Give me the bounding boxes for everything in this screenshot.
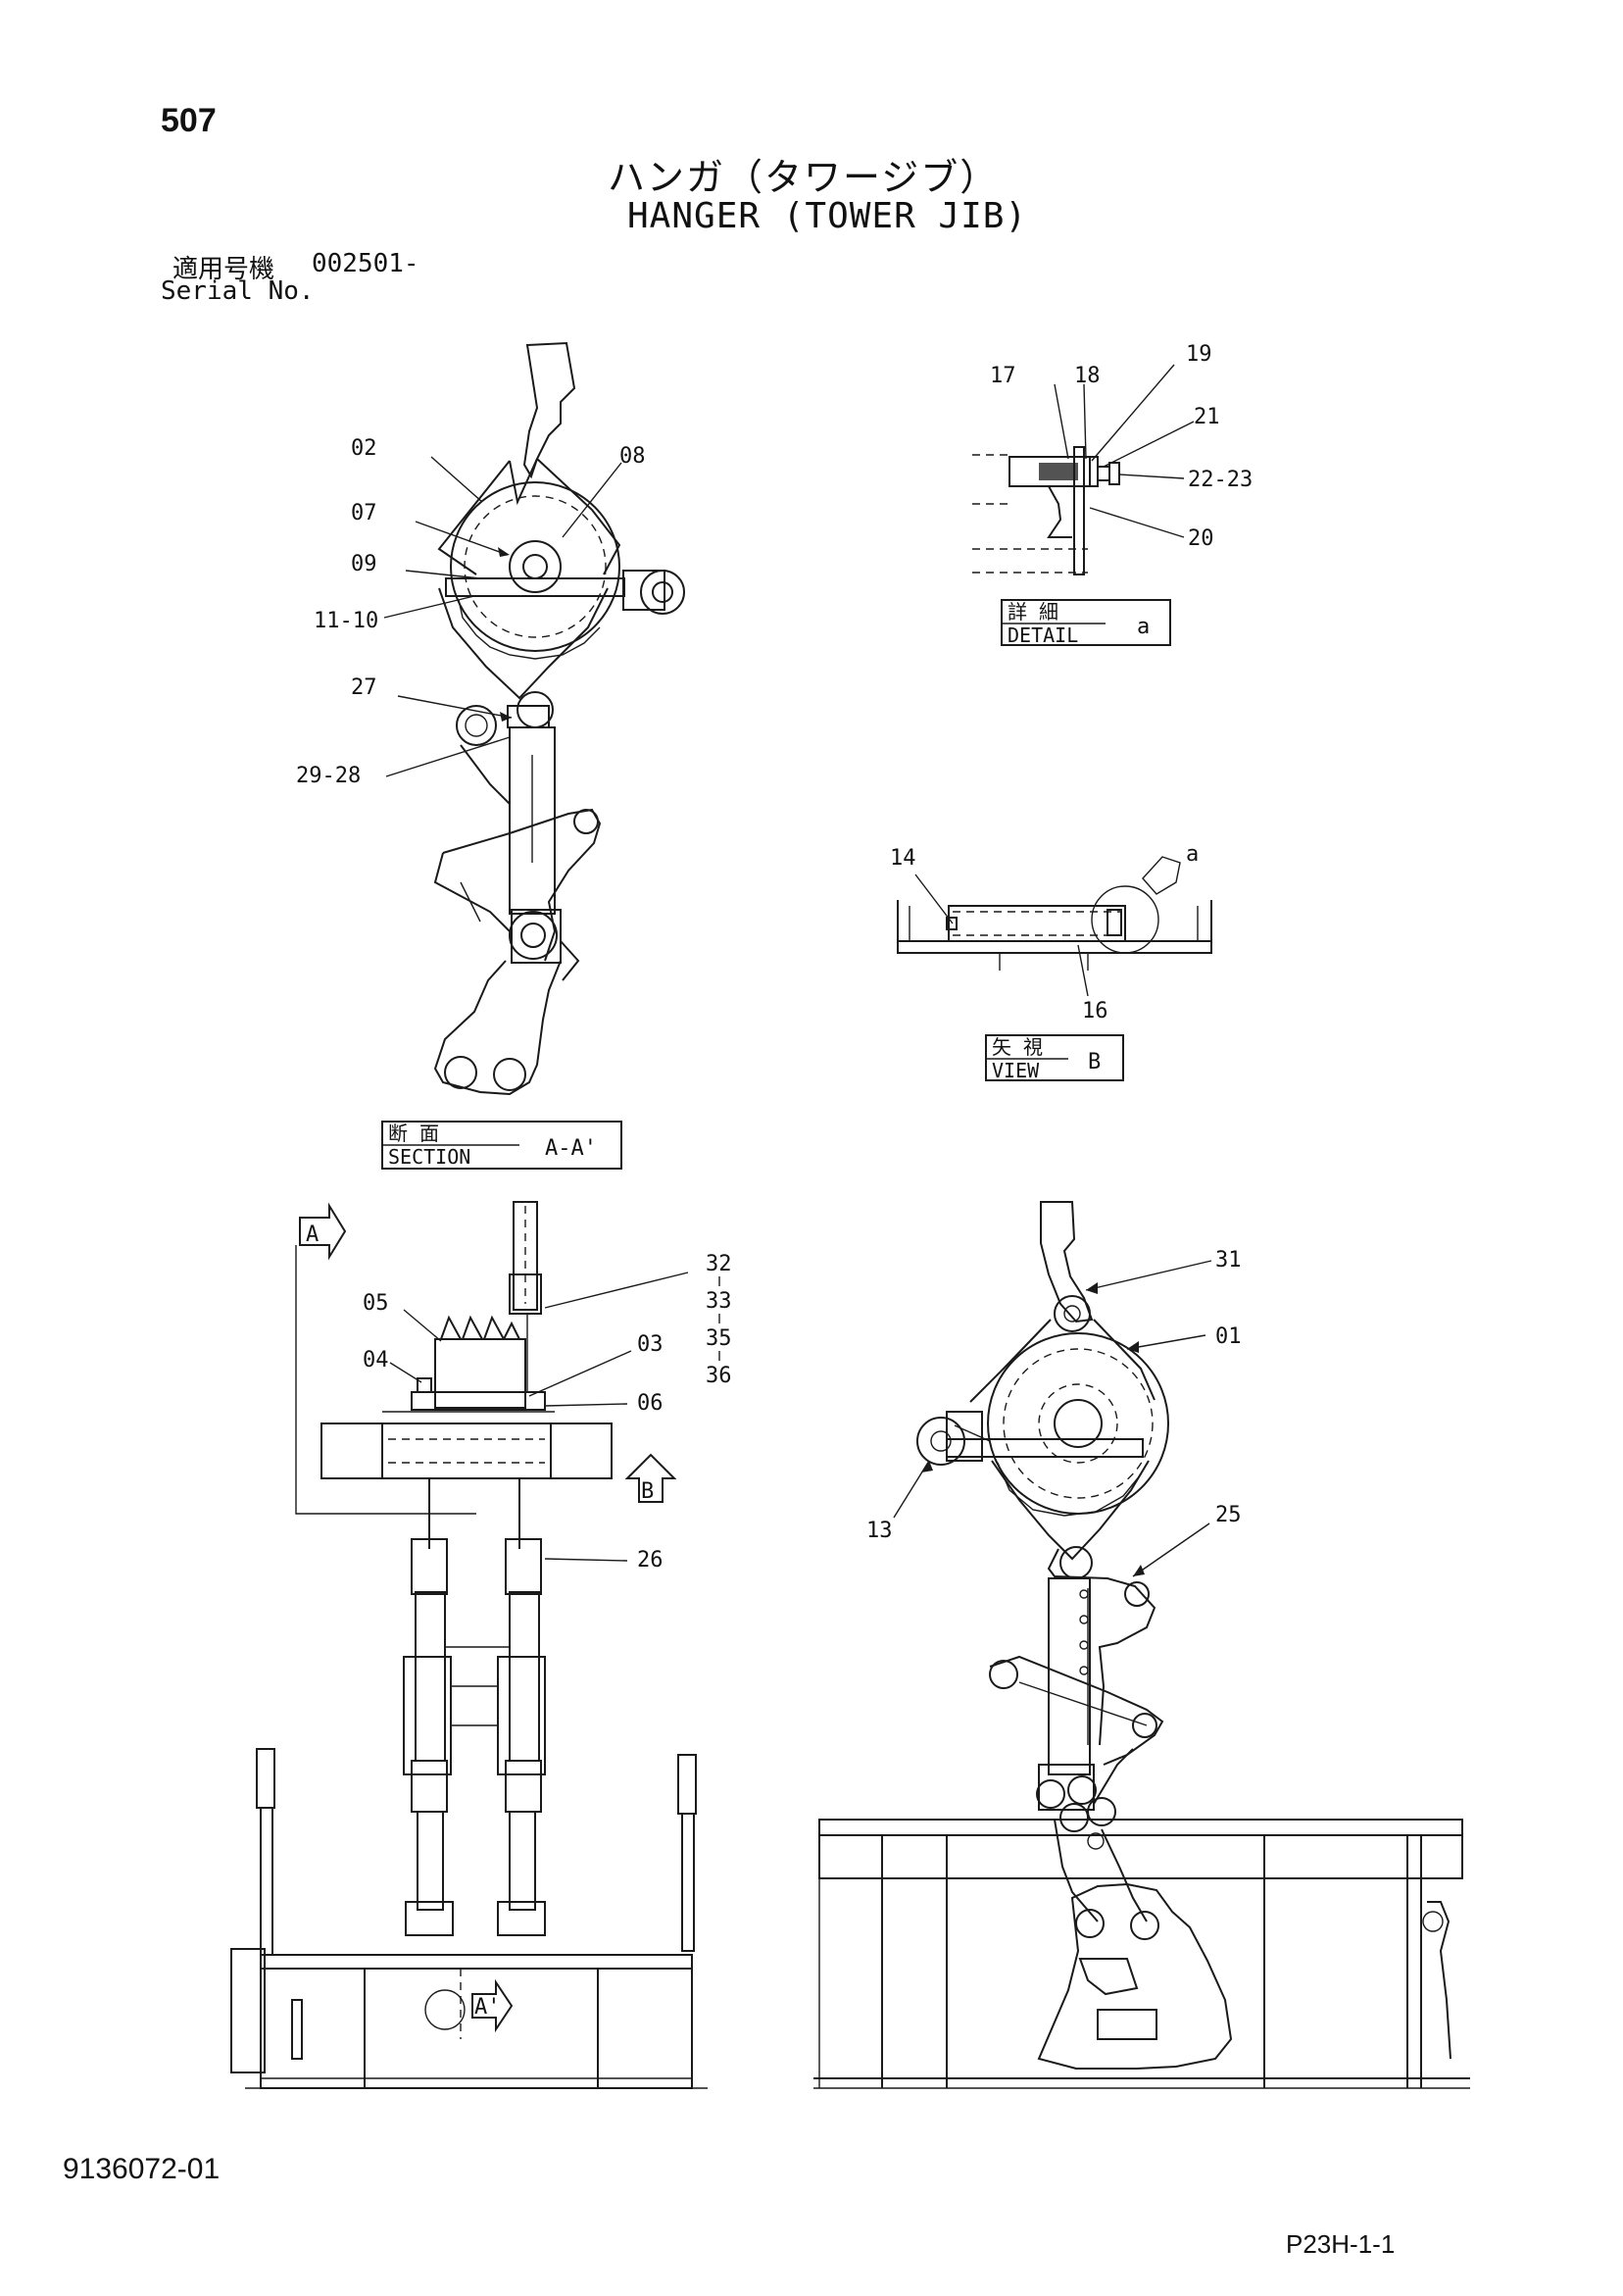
callout-20: 20 <box>1188 526 1214 551</box>
detail-a-view: 17 18 19 21 22-23 20 詳 細 DETAIL a <box>972 342 1253 647</box>
callout-04: 04 <box>363 1348 389 1373</box>
callout-14: 14 <box>890 846 916 871</box>
sheet-code: P23H-1-1 <box>1286 2229 1396 2259</box>
callout-35: 35 <box>706 1326 732 1351</box>
callout-31: 31 <box>1215 1248 1242 1273</box>
callout-13: 13 <box>866 1519 893 1543</box>
callout-08: 08 <box>619 444 646 469</box>
section-a-view: 02 08 07 09 11-10 27 29-28 断 面 SECTION A… <box>296 341 685 1170</box>
arrow-b-label: B <box>641 1479 654 1504</box>
callout-36: 36 <box>706 1364 732 1388</box>
callout-27: 27 <box>351 675 377 700</box>
callout-21: 21 <box>1194 405 1220 429</box>
detail-label-japanese: 詳 細 <box>1008 600 1058 624</box>
callout-25: 25 <box>1215 1503 1242 1527</box>
section-label-english: SECTION <box>388 1145 470 1169</box>
page-number: 507 <box>161 102 217 139</box>
view-label-english: VIEW <box>992 1059 1040 1082</box>
callout-32: 32 <box>706 1252 732 1276</box>
section-label-id: A-A' <box>545 1136 597 1161</box>
view-label-japanese: 矢 視 <box>992 1035 1043 1059</box>
callout-09: 09 <box>351 552 377 576</box>
callout-16: 16 <box>1082 999 1108 1023</box>
callout-05: 05 <box>363 1291 389 1316</box>
callout-33: 33 <box>706 1289 732 1314</box>
serial-label-english: Serial No. <box>161 276 315 306</box>
side-view: 31 01 13 25 <box>813 1201 1470 2089</box>
serial-label-japanese: 適用号機 <box>172 255 275 284</box>
view-label-id: B <box>1088 1050 1101 1074</box>
callout-02: 02 <box>351 436 377 461</box>
arrow-a-label: A <box>306 1223 319 1247</box>
view-label-box <box>985 1034 1124 1081</box>
title-english: HANGER (TOWER JIB) <box>627 196 1028 236</box>
callout-18: 18 <box>1074 364 1101 388</box>
document-number: 9136072-01 <box>63 2153 221 2185</box>
section-label-japanese: 断 面 <box>388 1122 439 1145</box>
callout-a: a <box>1186 842 1199 867</box>
callout-26: 26 <box>637 1548 664 1572</box>
callout-11-10: 11-10 <box>314 609 378 633</box>
detail-label-box <box>1001 599 1171 646</box>
callout-17: 17 <box>990 364 1016 388</box>
serial-value: 002501- <box>312 249 419 278</box>
title-japanese: ハンガ（タワージブ） <box>608 156 1000 199</box>
callout-06: 06 <box>637 1391 664 1416</box>
callout-19: 19 <box>1186 342 1212 367</box>
callout-01: 01 <box>1215 1324 1242 1349</box>
front-view: A B <box>230 1201 732 2089</box>
callout-03: 03 <box>637 1332 664 1357</box>
view-b-view: 14 a 16 矢 視 VIEW B <box>890 842 1212 1082</box>
callout-22-23: 22-23 <box>1188 468 1253 492</box>
detail-label-id: a <box>1137 615 1150 639</box>
callout-07: 07 <box>351 501 377 525</box>
arrow-a-prime-label: A' <box>474 1995 501 2020</box>
detail-label-english: DETAIL <box>1008 624 1078 647</box>
arrow-b-marker <box>624 1453 677 1503</box>
arrow-a-marker <box>299 1202 347 1261</box>
callout-29-28: 29-28 <box>296 764 361 788</box>
arrow-a-prime-marker <box>471 1978 514 2033</box>
